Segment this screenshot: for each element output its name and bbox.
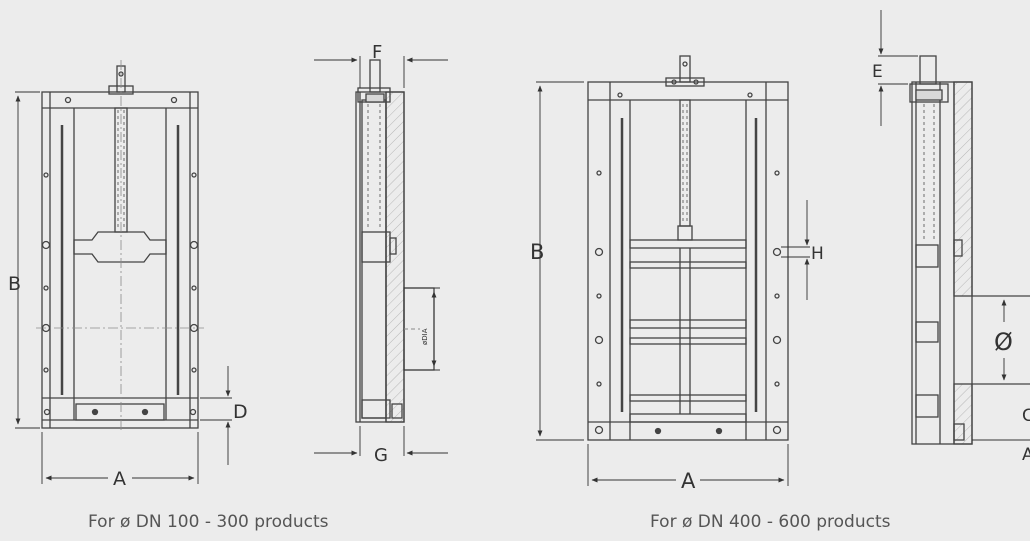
small-side-hatched-body (385, 91, 405, 423)
small-products-caption: For ø DN 100 - 300 products (88, 512, 329, 532)
small-side-dimensions (314, 56, 448, 456)
large-side-view (909, 55, 1030, 445)
large-width-label: A (681, 469, 696, 493)
small-width-label: A (113, 468, 126, 490)
small-height-label: B (8, 273, 21, 295)
large-side-labels: E Ø C A (872, 62, 1030, 465)
large-partial-label-c: C (1022, 406, 1030, 426)
small-bottom-width-label: G (374, 445, 388, 466)
large-height-label: B (530, 240, 544, 264)
small-front-labels: B A D (8, 273, 248, 490)
large-front-view (587, 55, 789, 441)
large-products-caption: For ø DN 400 - 600 products (650, 512, 891, 532)
large-hole-label: H (811, 244, 824, 264)
large-side-hatched-body-top (953, 81, 973, 297)
large-diameter-label: Ø (994, 328, 1013, 356)
large-front-frame (587, 81, 789, 441)
large-side-hatched-body-bottom (953, 383, 973, 445)
small-front-view (36, 60, 204, 430)
large-front-dimensions (536, 81, 810, 486)
small-side-view (355, 59, 435, 423)
large-front-labels: B A H (530, 240, 824, 493)
small-front-dimensions (15, 91, 232, 484)
small-front-frame (41, 91, 199, 429)
small-diameter-label: øDIA (421, 328, 429, 345)
small-top-width-label: F (372, 42, 382, 63)
small-side-labels: F G øDIA (372, 42, 429, 466)
large-side-dimensions (878, 10, 1030, 441)
small-bottom-offset-label: D (233, 401, 248, 423)
large-top-offset-label: E (872, 62, 883, 82)
large-partial-label-a: A (1022, 445, 1030, 465)
